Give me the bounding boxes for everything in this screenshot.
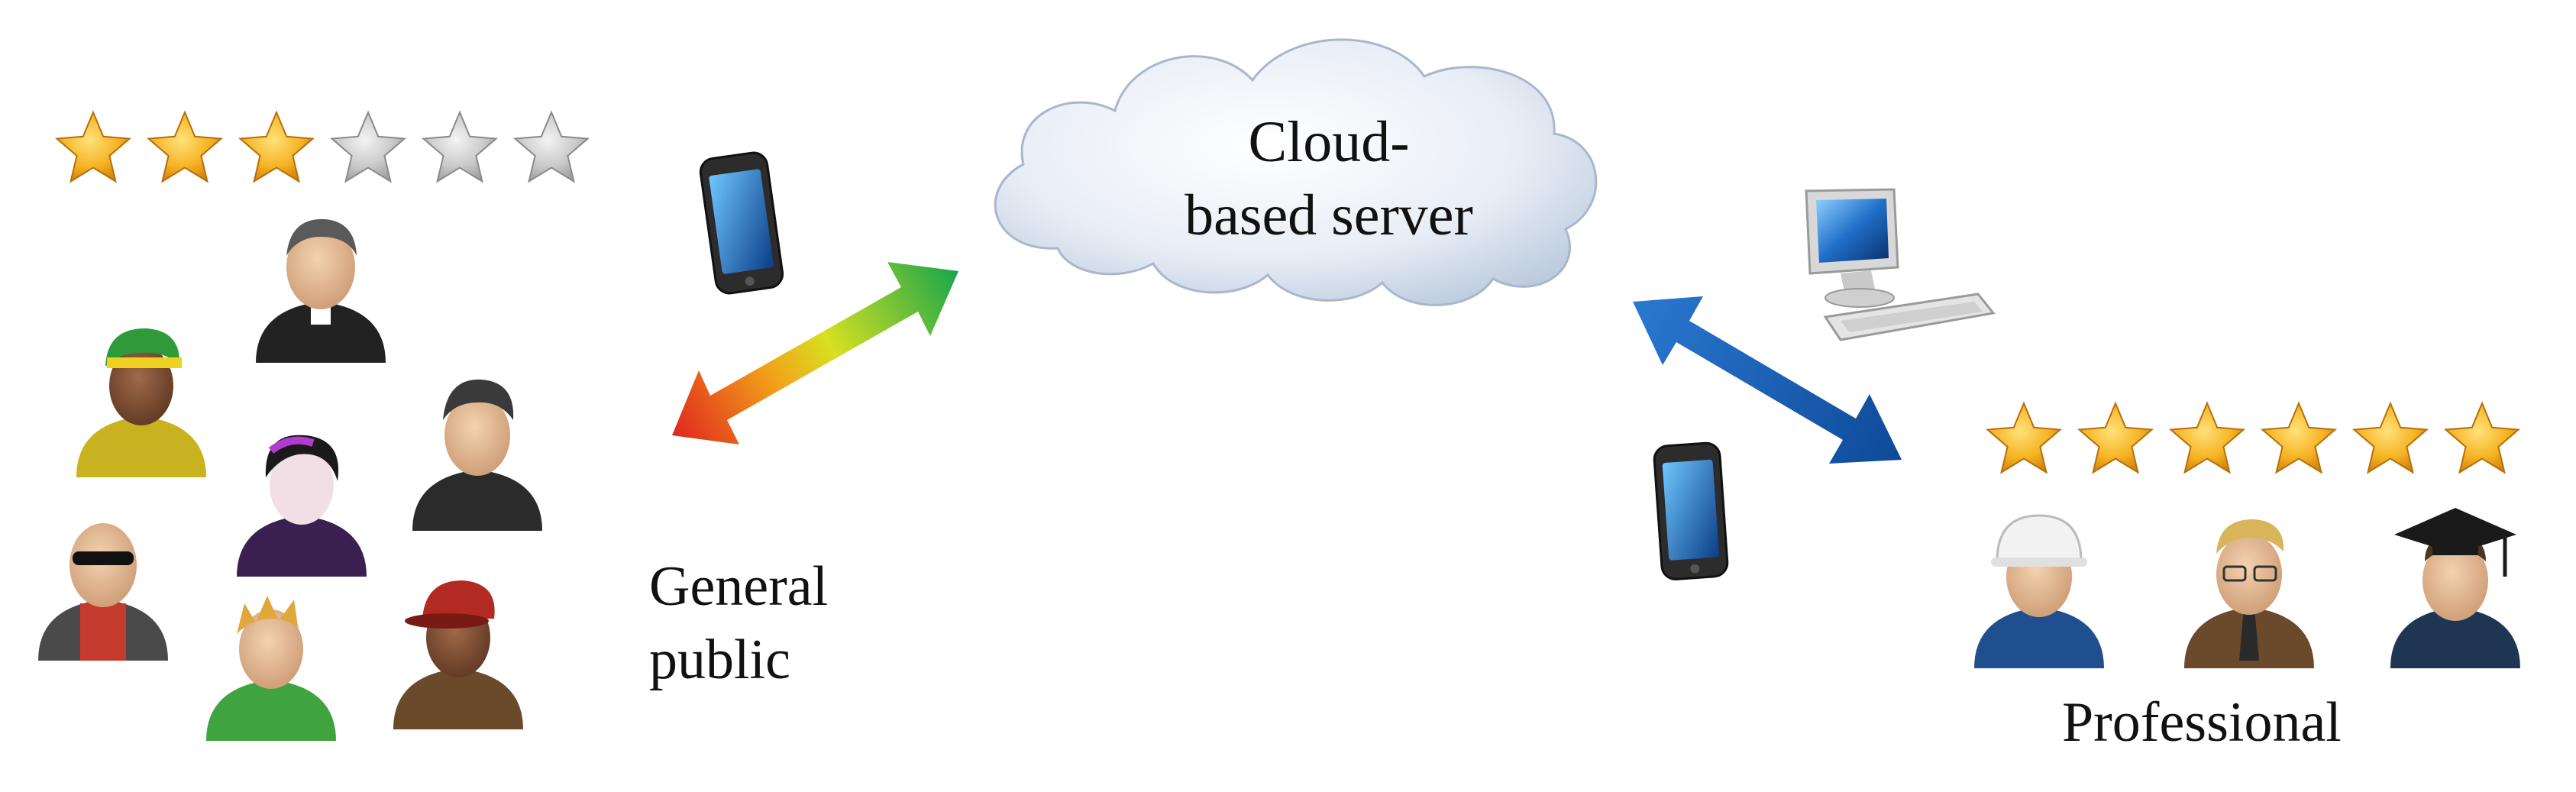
star-filled-icon [2260,401,2338,474]
person-avatar-icon [393,580,523,729]
star-filled-icon [2077,401,2154,474]
cloud-icon [994,38,1598,306]
person-avatar-icon [412,379,542,531]
bidirectional-blue-arrow-icon [1633,296,1902,464]
star-empty-icon [329,110,407,183]
bidirectional-gradient-arrow-icon [672,262,958,444]
person-avatar-icon [256,218,386,363]
smartphone-icon [699,151,784,295]
star-filled-icon [2168,401,2246,474]
professional-group [1974,508,2520,668]
professional-rating-stars [1985,401,2521,474]
star-empty-icon [421,110,499,183]
star-filled-icon [54,110,132,183]
person-avatar-icon [76,328,206,477]
star-empty-icon [512,110,590,183]
person-avatar-icon [2184,519,2314,668]
cloud-server-label: Cloud- based server [1185,110,1473,247]
general-public-label: General public [649,555,829,691]
professional-label: Professional [2062,691,2342,754]
smartphone-icon [1653,441,1729,580]
person-avatar-icon [237,435,367,577]
person-avatar-icon [1974,514,2104,668]
person-avatar-icon [206,596,336,741]
star-filled-icon [2443,401,2521,474]
star-filled-icon [238,110,315,183]
star-filled-icon [1985,401,2063,474]
person-avatar-icon [38,523,168,661]
person-avatar-icon [2390,508,2520,668]
public-rating-stars [54,110,590,183]
star-filled-icon [2351,401,2429,474]
general-public-group [38,218,542,741]
desktop-computer-icon [1805,188,1996,341]
star-filled-icon [146,110,224,183]
